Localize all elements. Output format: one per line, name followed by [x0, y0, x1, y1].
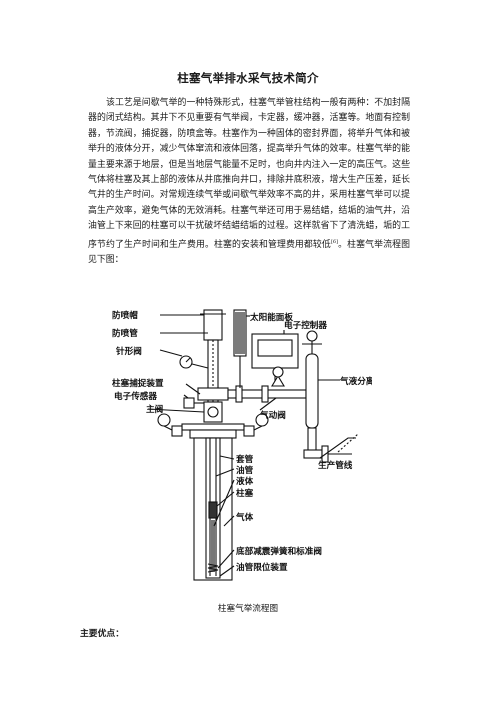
label-lubricator-cap: 防喷帽	[112, 309, 138, 321]
plunger-lift-diagram: 防喷帽 防喷管 针形阀 太阳能面板 电子控制器 气液分离器 柱塞捕捉装置 电子传…	[112, 306, 383, 584]
label-production-line: 生产管线	[318, 459, 353, 471]
label-casing: 套管	[236, 453, 254, 465]
body-paragraph: 该工艺是间歇气举的一种特殊形式，柱塞气举管柱结构一般有两种：不加封隔器的闭式结构…	[88, 96, 410, 268]
document-title: 柱塞气举排水采气技术简介	[177, 71, 319, 85]
label-tubing-stop: 油管限位装置	[236, 561, 288, 573]
label-lubricator: 防喷管	[112, 327, 138, 339]
label-electronic-controller: 电子控制器	[284, 319, 327, 331]
label-needle-valve: 针形阀	[116, 345, 142, 357]
plunger-shape	[208, 501, 218, 519]
label-bottom-spring: 底部减震弹簧和标准阀	[236, 545, 322, 557]
paragraph-tail-text: 。柱塞气举流程图见下图：	[88, 239, 411, 266]
label-liquid: 液体	[236, 475, 254, 487]
master-valve-shape	[203, 401, 223, 423]
label-master-valve: 主阀	[146, 403, 164, 415]
figure-caption: 柱塞气举流程图	[217, 604, 279, 614]
label-plunger-catcher: 柱塞捕捉装置	[112, 377, 164, 389]
label-plunger: 柱塞	[236, 487, 254, 499]
label-motor-valve: 气动阀	[259, 409, 286, 421]
controller-box-shape	[251, 333, 299, 369]
separator-shape	[305, 353, 319, 429]
label-electronic-sensor: 电子传感器	[114, 390, 157, 402]
paragraph-main-text: 该工艺是间歇气举的一种特殊形式，柱塞气举管柱结构一般有两种：不加封隔器的闭式结构…	[88, 98, 410, 250]
section-subheading: 主要优点：	[80, 629, 124, 639]
label-tubing: 油管	[236, 464, 254, 476]
label-gas: 气体	[235, 511, 254, 523]
label-separator: 气液分离器	[339, 375, 372, 387]
reference-marker: [6]	[330, 238, 339, 245]
label-solar-panel: 太阳能面板	[250, 311, 293, 323]
